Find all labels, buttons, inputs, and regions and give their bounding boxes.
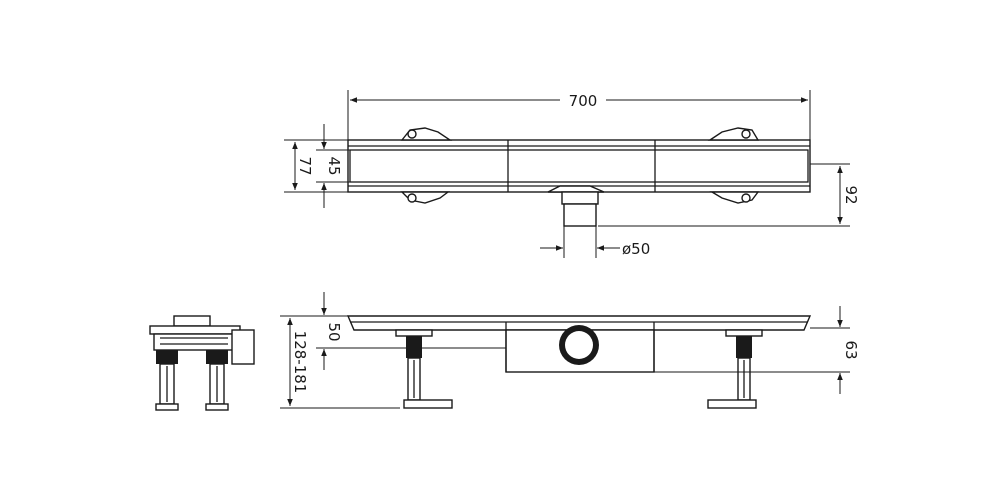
outlet [547, 185, 605, 227]
front-view: 128-181 50 63 [280, 292, 860, 409]
dim-outlet-diameter: ø50 [622, 240, 650, 258]
bracket-top-left [400, 127, 453, 141]
front-foot-left [395, 329, 453, 409]
front-foot-right [707, 329, 763, 409]
side-view [149, 315, 255, 411]
bracket-bottom-left [400, 191, 451, 204]
top-view: 700 77 45 92 ø50 [284, 90, 860, 258]
dim-side-top: 50 [325, 322, 343, 341]
dim-outlet-depth: 92 [842, 185, 860, 204]
front-plate [346, 315, 812, 331]
dim-side-height-range: 128-181 [291, 331, 309, 394]
dim-height-total: 77 [296, 156, 314, 175]
channel-outer [347, 139, 811, 193]
dim-length: 700 [569, 92, 598, 110]
bracket-top-right [707, 127, 760, 141]
channel-inner [349, 149, 809, 183]
dim-height-inner: 45 [325, 156, 343, 175]
bracket-bottom-right [709, 191, 760, 204]
dim-front-depth: 63 [842, 340, 860, 359]
